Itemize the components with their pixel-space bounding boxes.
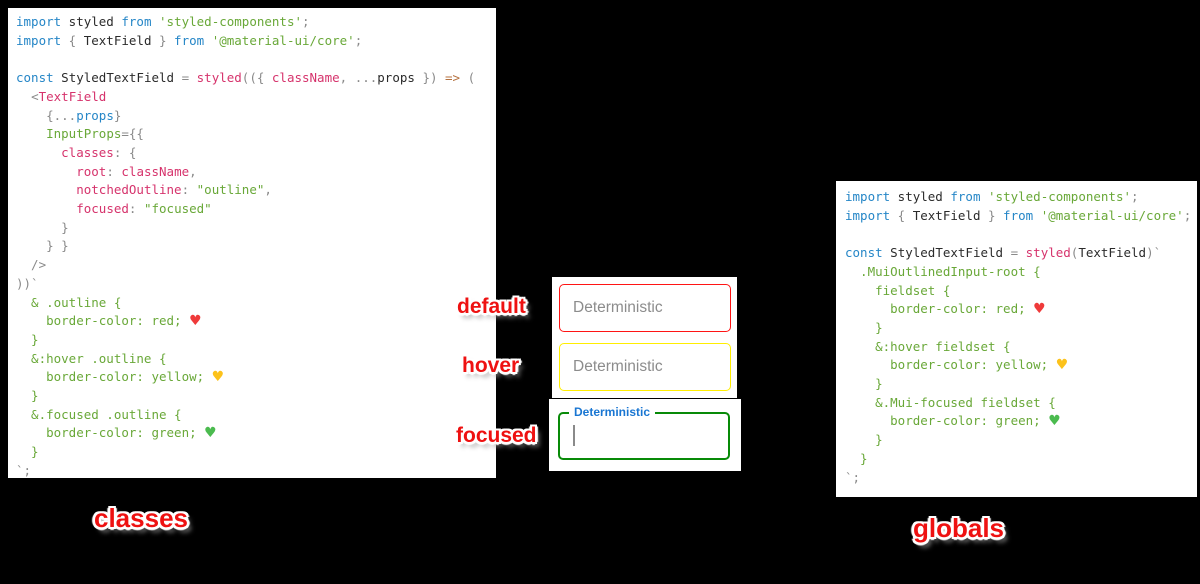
code-line: InputProps={{ [46, 126, 144, 142]
code-line: const StyledTextField = styled(TextField… [845, 245, 1162, 261]
code-line: import styled from 'styled-components'; [16, 14, 310, 29]
heart-green-heart-icon: ♥ [1048, 413, 1061, 430]
code-line: <TextField [31, 88, 107, 104]
code-line: } [16, 388, 39, 404]
code-line: const StyledTextField = styled(({ classN… [16, 70, 476, 86]
code-line: border-color: red; ♥ [845, 301, 1046, 318]
code-line: root: className, [76, 163, 197, 179]
state-label-focused: focused [456, 424, 537, 447]
code-line: classes: { [61, 144, 137, 160]
code-line: } [16, 219, 69, 235]
code-line: } [845, 376, 883, 392]
code-line: .MuiOutlinedInput-root { [845, 263, 1041, 279]
textfield-default[interactable]: Deterministic [559, 284, 731, 332]
textfield-focused-label: Deterministic [569, 405, 656, 419]
heart-yellow-heart-icon: ♥ [1055, 357, 1069, 374]
code-line: } [845, 432, 883, 448]
code-line: notchedOutline: "outline", [76, 182, 272, 198]
code-line: `; [16, 462, 32, 478]
code-line: import styled from 'styled-components'; [845, 189, 1139, 204]
code-line: border-color: red; ♥ [16, 313, 202, 330]
code-line: &.focused .outline { [16, 406, 182, 422]
code-line: &.Mui-focused fieldset { [845, 394, 1056, 410]
code-line: ))` [16, 275, 39, 291]
heart-green-heart-icon: ♥ [204, 425, 217, 442]
globals-code-panel: import styled from 'styled-components'; i… [836, 181, 1197, 497]
textfield-focused-card: Deterministic [549, 399, 741, 471]
textfield-hover[interactable]: Deterministic [559, 343, 731, 391]
heart-red-heart-icon: ♥ [189, 313, 202, 330]
code-line: } } [16, 238, 69, 254]
caption-globals: globals [913, 513, 1005, 543]
code-line: import { TextField } from '@material-ui/… [16, 32, 363, 48]
code-line: border-color: yellow; ♥ [16, 369, 225, 386]
code-line: } [16, 444, 39, 460]
code-line [845, 225, 1197, 244]
code-line: } [16, 331, 39, 347]
code-line: `; [845, 469, 861, 485]
code-line: } [845, 450, 868, 466]
textfield-hover-placeholder: Deterministic [573, 358, 663, 375]
heart-yellow-heart-icon: ♥ [211, 369, 225, 386]
textfield-demo-card: Deterministic Deterministic [552, 277, 737, 398]
code-line: } [845, 319, 883, 335]
code-line: &:hover fieldset { [845, 338, 1011, 354]
state-label-default: default [457, 295, 526, 318]
code-line: border-color: green; ♥ [16, 425, 217, 442]
caption-classes: classes [94, 503, 188, 533]
code-line: /> [16, 257, 47, 273]
code-line: border-color: green; ♥ [845, 413, 1061, 430]
code-line: & .outline { [16, 294, 122, 310]
code-line: fieldset { [845, 282, 951, 298]
code-line: border-color: yellow; ♥ [845, 357, 1069, 374]
textfield-focused[interactable]: Deterministic [558, 405, 730, 460]
code-line: {...props} [46, 107, 122, 123]
code-line: import { TextField } from '@material-ui/… [845, 207, 1192, 223]
code-line: &:hover .outline { [16, 350, 167, 366]
classes-code-panel: import styled from 'styled-components'; i… [8, 8, 496, 478]
text-cursor [573, 425, 575, 446]
state-label-hover: hover [462, 354, 520, 377]
textfield-default-placeholder: Deterministic [573, 299, 663, 316]
heart-red-heart-icon: ♥ [1033, 301, 1046, 318]
code-line: focused: "focused" [76, 201, 212, 217]
code-line [16, 50, 496, 69]
